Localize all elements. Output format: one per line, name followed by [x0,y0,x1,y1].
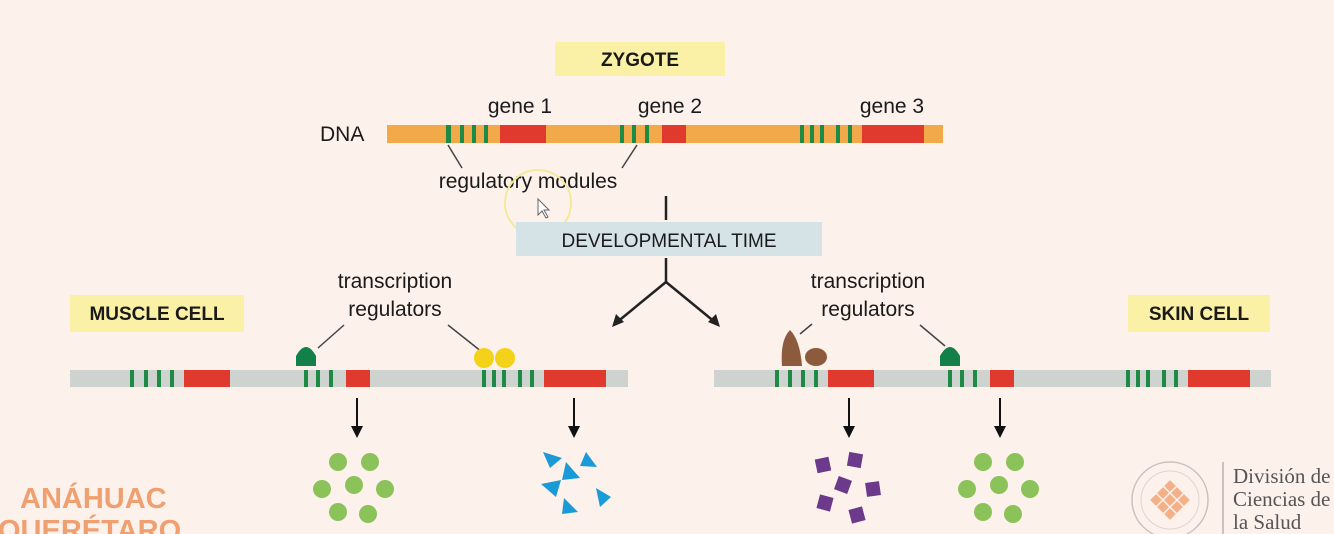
skin-expression-arrow-2 [994,398,1006,438]
muscle-module-2 [304,370,333,387]
blue-protein-cluster [541,452,611,514]
gene-1-label: gene 1 [488,95,552,118]
muscle-chromatin [70,370,628,387]
logo-anahuac-line2: QUERÉTARO [0,513,181,534]
gene-3 [862,125,924,143]
left-regulators-line1: transcription [338,270,452,293]
muscle-gene-3 [544,370,606,387]
gene-3-label: gene 3 [860,95,924,118]
green-protein-cluster-right [958,453,1039,523]
right-regulator-pointer-1 [799,323,813,335]
yellow-regulator-icon [474,348,494,368]
muscle-cell-label: MUSCLE CELL [89,304,225,325]
skin-chromatin [714,370,1271,387]
arrow-left-head [612,314,624,327]
regulatory-modules-label: regulatory modules [439,170,618,193]
right-regulators-line1: transcription [811,270,925,293]
module-pointer-line-2 [621,144,638,169]
zygote-label: ZYGOTE [601,50,679,71]
gene-2-label: gene 2 [638,95,702,118]
yellow-regulator-icon [495,348,515,368]
muscle-cell-box [70,295,244,332]
regulatory-module-2 [620,125,649,143]
left-regulator-pointer-2 [447,324,483,353]
dna-label: DNA [320,123,364,146]
muscle-expression-arrow-1 [351,398,363,438]
green-protein-cluster-left [313,453,394,523]
skin-gene-2 [990,370,1014,387]
left-regulator-pointer-1 [317,324,345,349]
muscle-gene-2 [346,370,370,387]
time-box [516,222,822,256]
skin-module-1 [775,370,818,387]
zygote-dna-strand [387,125,943,143]
module-pointer-line-1 [447,144,463,169]
green-regulator-icon [296,347,316,366]
skin-module-2 [948,370,977,387]
division-line1: División de [1233,464,1330,488]
skin-expression-arrow-1 [843,398,855,438]
regulatory-module-1 [446,125,488,143]
gene-1 [500,125,546,143]
division-line2: Ciencias de [1233,487,1330,511]
regulatory-module-3 [800,125,852,143]
arrow-right-head [708,314,720,327]
university-seal-icon [1131,461,1209,534]
left-regulators-line2: regulators [348,298,441,321]
skin-gene-1 [828,370,874,387]
green-regulator-icon [940,347,960,366]
brown-regulator-icon [805,348,827,366]
skin-module-3 [1126,370,1178,387]
mouse-pointer-icon [537,197,551,219]
division-line3: la Salud [1233,510,1302,534]
right-regulator-pointer-2 [919,324,946,347]
right-regulators-line2: regulators [821,298,914,321]
gene-2 [662,125,686,143]
zygote-box [555,42,725,76]
brown-regulator-icon [781,330,802,366]
developmental-time-label: DEVELOPMENTAL TIME [561,231,776,252]
logo-anahuac-line1: ANÁHUAC [20,481,167,515]
purple-protein-cluster [814,451,881,524]
skin-cell-label: SKIN CELL [1149,304,1250,325]
muscle-module-1 [130,370,174,387]
muscle-expression-arrow-2 [568,398,580,438]
muscle-module-3 [482,370,534,387]
skin-cell-box [1128,295,1270,332]
branch-arrows [615,281,717,324]
muscle-gene-1 [184,370,230,387]
anahuac-logo: ANÁHUAC QUERÉTARO [0,481,181,534]
skin-gene-3 [1188,370,1250,387]
